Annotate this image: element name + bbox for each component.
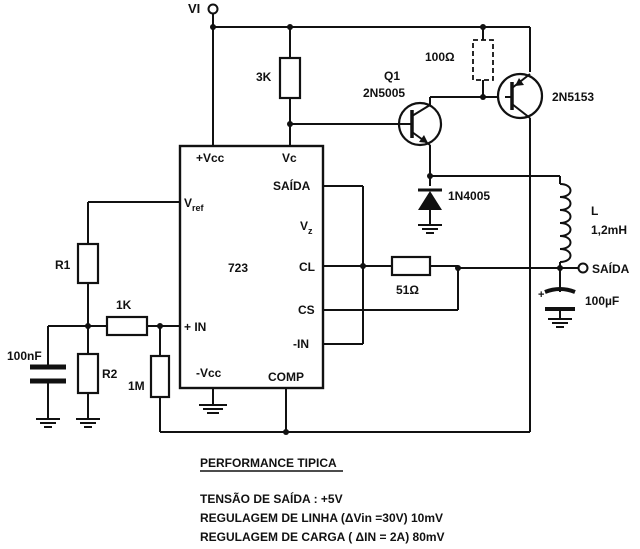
pin-cl: CL — [299, 260, 315, 274]
pin-cs: CS — [298, 303, 315, 317]
label-r1: R1 — [55, 258, 71, 272]
label-q2-part: 2N5153 — [552, 90, 594, 104]
ground-diode — [418, 224, 442, 234]
pin-in-pos: + IN — [184, 320, 206, 334]
pin-vcc-neg: -Vcc — [196, 366, 222, 380]
ground-100nf — [36, 418, 60, 428]
label-inductor-value: 1,2mH — [591, 223, 627, 237]
transistor-q1 — [397, 101, 443, 147]
label-100uf: 100µF — [585, 294, 619, 308]
label-diode: 1N4005 — [448, 189, 490, 203]
label-3k: 3K — [256, 70, 272, 84]
pin-vref: Vref — [184, 196, 205, 213]
label-output: SAÍDA — [592, 261, 630, 276]
pin-vz: Vz — [300, 219, 313, 236]
resistor-100-ohm — [472, 39, 494, 81]
pin-vc: Vc — [282, 151, 297, 165]
capacitor-100uf: + — [538, 287, 576, 311]
performance-line-2: REGULAGEM DE LINHA (ΔVin =30V) 10mV — [200, 511, 443, 525]
label-vi: VI — [188, 1, 200, 16]
performance-block: PERFORMANCE TIPICA TENSÃO DE SAÍDA : +5V… — [200, 456, 445, 544]
resistor-1k — [105, 315, 149, 337]
performance-title: PERFORMANCE TIPICA — [200, 456, 337, 470]
label-r2: R2 — [102, 367, 118, 381]
ground-r2 — [76, 418, 100, 428]
label-100-ohm: 100Ω — [425, 50, 455, 64]
ic-name: 723 — [228, 261, 248, 275]
label-q1: Q1 — [384, 69, 400, 83]
ground-vcc-neg — [199, 404, 227, 414]
resistor-r1 — [76, 242, 100, 285]
diode-1n4005 — [418, 188, 442, 210]
label-1k: 1K — [116, 298, 132, 312]
pin-in-neg: -IN — [293, 337, 309, 351]
output-terminal — [577, 262, 589, 274]
pin-vcc-pos: +Vcc — [196, 151, 225, 165]
label-q1-part: 2N5005 — [363, 86, 405, 100]
label-1m: 1M — [128, 379, 145, 393]
label-inductor-name: L — [591, 204, 598, 218]
label-51-ohm: 51Ω — [396, 283, 419, 297]
resistor-3k — [278, 56, 302, 100]
vi-terminal — [207, 3, 219, 15]
performance-line-3: REGULAGEM DE CARGA ( ΔIN = 2A) 80mV — [200, 530, 445, 544]
transistor-q2 — [496, 72, 544, 120]
ground-output-cap — [548, 318, 572, 328]
capacitor-100nf — [30, 364, 66, 384]
resistor-51-ohm — [390, 255, 432, 277]
junction-dots — [85, 24, 563, 435]
performance-line-1: TENSÃO DE SAÍDA : +5V — [200, 491, 343, 506]
svg-text:+: + — [538, 289, 544, 301]
pin-saida: SAÍDA — [273, 178, 311, 193]
resistor-r2 — [76, 352, 100, 395]
label-100nf: 100nF — [7, 349, 42, 363]
ic-723-body — [178, 144, 325, 390]
wires — [47, 14, 578, 433]
inductor-l — [559, 183, 572, 263]
resistor-1m — [149, 354, 171, 399]
pin-comp: COMP — [268, 370, 304, 384]
